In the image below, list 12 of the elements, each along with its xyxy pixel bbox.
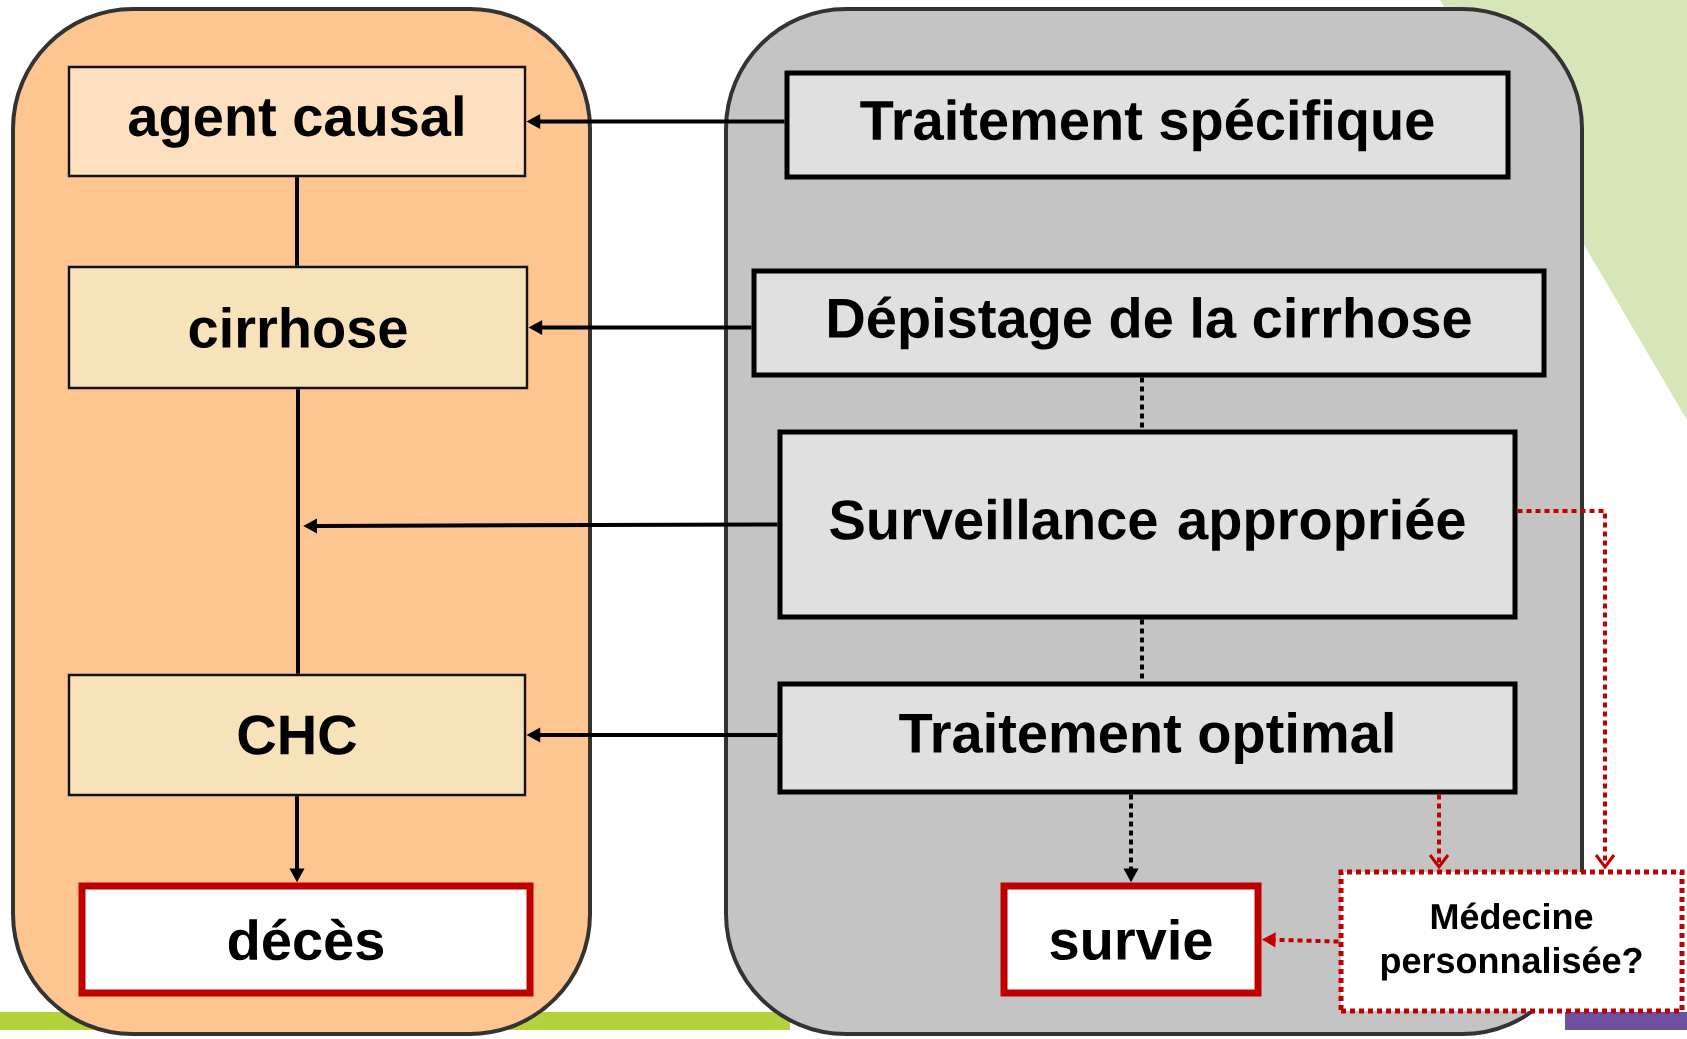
process-box: CHC — [67, 673, 527, 797]
process-box: Dépistage de la cirrhose — [751, 268, 1547, 378]
outcome-box: survie — [1000, 882, 1262, 997]
arrow — [1517, 509, 1616, 870]
process-box: Surveillance appropriée — [777, 429, 1518, 620]
outcome-box: décès — [78, 882, 534, 997]
note-box: Médecine personnalisée? — [1338, 869, 1685, 1014]
arrow — [1428, 794, 1450, 870]
process-box: Traitement optimal — [777, 681, 1518, 795]
process-box: agent causal — [67, 65, 527, 178]
process-box: cirrhose — [67, 265, 529, 390]
process-box: Traitement spécifique — [784, 70, 1511, 180]
